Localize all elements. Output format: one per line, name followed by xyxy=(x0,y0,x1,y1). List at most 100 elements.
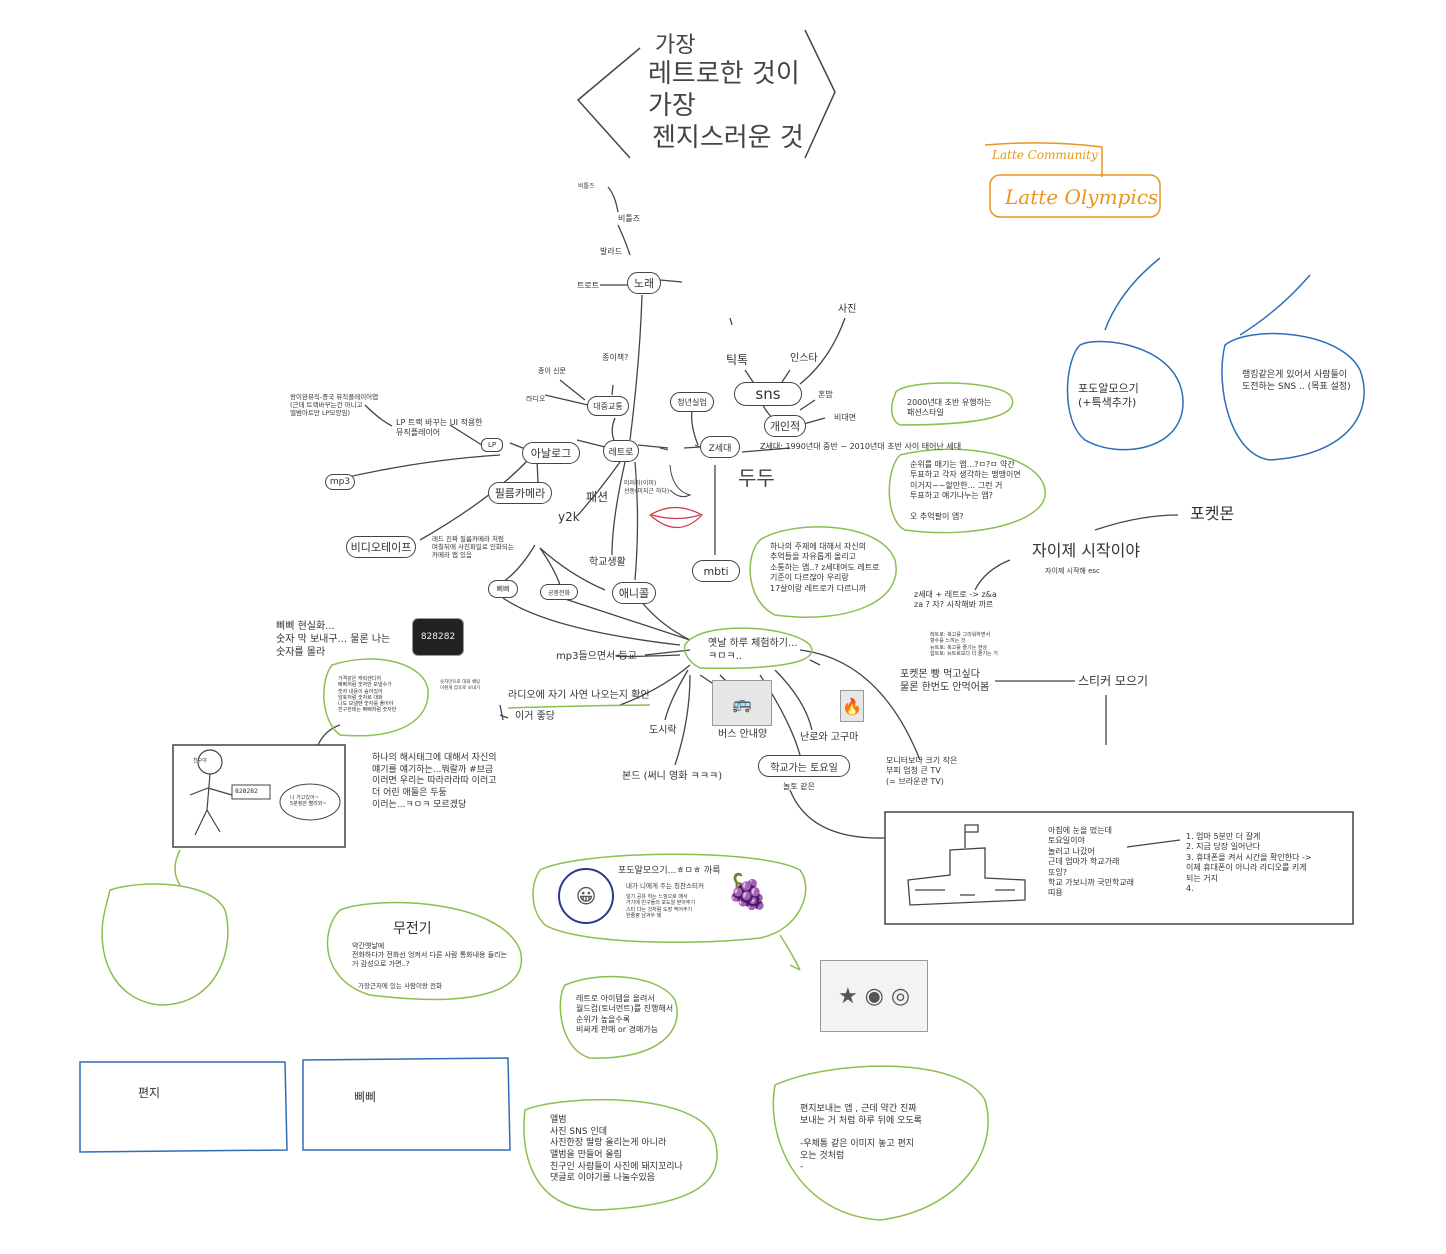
node-stove: 난로와 고구마 xyxy=(800,732,859,743)
node-school-life: 학교생활 xyxy=(589,557,626,568)
note-pager-app-sub: 가장근처에 있는 사람이랑 전화 xyxy=(358,982,442,990)
node-insta: 인스타 xyxy=(790,353,818,364)
node-old-day: 옛날 하루 체험하기... ㅋㅁㅋ.. xyxy=(708,638,798,662)
note-hashtag: 하나의 해시태그에 대해서 자신의 얘기를 얘기하는...뭐랄까 #브금 이러면… xyxy=(372,753,497,810)
note-film: 레드 진짜 필름카메라 처럼 며칠뒤에 사진파일로 인화되는 카메라 앱 있음 xyxy=(432,535,514,560)
node-ballad: 발라드 xyxy=(600,247,623,256)
node-beatles: 비틀즈 xyxy=(618,214,641,223)
note-grape-collect: 포도알모으기 (+특색추가) xyxy=(1078,382,1139,410)
node-fashion: 패션 xyxy=(586,490,609,504)
node-radio-story: 라디오에 자기 사연 나오는지 확인 xyxy=(508,690,650,701)
stick-figure-body xyxy=(189,773,233,836)
node-sticker: 스티커 모으기 xyxy=(1078,674,1149,688)
node-retro[interactable]: 레트로 xyxy=(603,440,639,462)
pager-photo-digits: 828282 xyxy=(420,632,456,642)
logo-underline-1 xyxy=(984,142,1103,177)
node-sns[interactable]: sns xyxy=(734,382,802,406)
node-start-now: 자이제 시작이야 xyxy=(1032,541,1141,560)
school-drawing xyxy=(907,824,1026,906)
logo-community: Latte Community xyxy=(992,148,1098,162)
node-mp3[interactable]: mp3 xyxy=(325,474,355,490)
note-lp: LP 트랙 바꾸는 UI 적용한 뮤직플레이어 xyxy=(396,418,483,438)
node-face-to-face: 비대면 xyxy=(834,413,857,422)
node-song[interactable]: 노래 xyxy=(627,272,661,294)
node-saturday[interactable]: 학교가는 토요일 xyxy=(758,755,850,777)
sketch-label-left: 친구야 xyxy=(193,758,207,764)
note-grape-sub: 내가 니에게 주는 칭찬스티커 xyxy=(626,882,704,890)
note-zgen-retro: z세대 + 레트로 -> z&a za ? 자? 시작해봐 까르 xyxy=(914,590,997,610)
note-memory-sns: 하나의 주제에 대해서 자신의 추억들을 자유롭게 올리고 소통하는 앱..? … xyxy=(770,542,880,593)
node-lunchbox: 도시락 xyxy=(649,725,677,736)
title-bracket-right xyxy=(804,29,836,159)
node-personal[interactable]: 개인적 xyxy=(764,415,806,437)
stamps-photo: ★ ◉ ◎ xyxy=(820,960,928,1032)
node-top-small: 비틀즈 xyxy=(578,183,595,190)
note-grape-title: 포도알모으기...ㅎㅁㅎ 까륵 xyxy=(618,866,721,876)
node-dudu: 두두 xyxy=(738,466,775,490)
node-paper-dict: 종이책? xyxy=(602,353,629,362)
node-this-good: 이거 좋당 xyxy=(515,711,555,722)
note-ranking-sns: 랭킹같은게 있어서 사람들이 도전하는 SNS .. (목표 설정) xyxy=(1242,370,1351,392)
title-line-4: 젠지스러운 것 xyxy=(652,123,804,153)
node-public-transport[interactable]: 대중교통 xyxy=(587,396,629,416)
pager-sketch-bubble xyxy=(279,783,341,821)
pager-sketch-screen xyxy=(231,784,271,800)
green-bubbles xyxy=(101,382,1046,1221)
note-grape-body: 일기 공유 하는 느낌으로 매서 거기에 친구들의 포도알 받아주기 스티 다는… xyxy=(626,894,696,919)
stove-photo: 🔥 xyxy=(840,690,864,722)
sketch-label-right: 나 가고있어~ 5분정만 빨리와~ xyxy=(290,795,327,808)
node-anicol[interactable]: 애니콜 xyxy=(612,582,656,604)
note-pager-bubble-side: 숫자만으로 대화 채팅 이렇게 암호로 보내기 xyxy=(440,680,481,691)
node-pokemon: 포켓몬 xyxy=(1190,504,1235,523)
logo-box xyxy=(989,174,1161,218)
note-y2k: 미러리(이미) 선동(미지근 하다) xyxy=(624,480,670,495)
note-letter-app: 편지보내는 앱 , 근데 약간 진짜 보내는 거 처럼 하루 뒤에 오도록 -우… xyxy=(800,1104,922,1173)
grape-logo-photo: 😀 xyxy=(558,868,614,924)
pager-photo: 828282 xyxy=(412,618,464,656)
note-monitor: 모니터보다 크기 작은 부피 엄청 큰 TV (= 브라운관 TV) xyxy=(886,756,958,786)
note-pager-reality: 삐삐 현실화... 숫자 막 보내구... 물론 나는 숫자를 몰라 xyxy=(276,621,391,658)
saturday-story-box xyxy=(884,811,1354,925)
bus-photo: 🚌 xyxy=(712,680,772,726)
node-analog[interactable]: 아날로그 xyxy=(522,442,580,464)
node-bond: 본드 (써니 영화 ㅋㅋㅋ) xyxy=(622,771,723,782)
note-retro-idol: 레트로 아이템을 올려서 월드컵(토너먼트)를 진행해서 순위가 높을수록 비싸… xyxy=(576,994,674,1035)
blue-bubbles xyxy=(79,257,1365,1153)
grape-photo: 🍇 xyxy=(727,868,769,916)
note-pokemon-bread: 포켓몬 빵 먹고싶다 물론 한번도 안먹어봄 xyxy=(900,669,990,693)
lips-doodle xyxy=(648,506,703,528)
node-lp[interactable]: LP xyxy=(481,438,503,452)
sketch-pager-number: 828282 xyxy=(235,788,258,795)
title-bracket-left xyxy=(576,47,641,159)
node-film-camera[interactable]: 필름카메라 xyxy=(488,482,552,504)
note-ranking-app: 순위를 매기는 앱...?ㅁ?ㅁ 약간 투표하고 각자 생각하는 맹맹이면 이거… xyxy=(910,460,1021,521)
title-line-1: 가장 xyxy=(655,33,696,58)
box-letter-label: 편지 xyxy=(138,1086,161,1100)
logo-olympics: Latte Olympics xyxy=(1005,185,1159,209)
node-videotape[interactable]: 비디오테이프 xyxy=(346,536,416,558)
note-pager-app-title: 무전기 xyxy=(393,921,432,937)
node-y2k: y2k xyxy=(558,510,580,524)
box-pager-label: 삐삐 xyxy=(354,1090,377,1104)
title-line-2: 레트로한 것이 xyxy=(648,59,800,89)
note-gen-z: Z세대: 1990년대 중반 ~ 2010년대 초반 사이 태어난 세대 xyxy=(760,442,962,451)
node-photo: 사진 xyxy=(838,304,857,315)
node-trot: 트로트 xyxy=(577,281,600,290)
node-honbap: 혼밥 xyxy=(818,390,833,399)
note-pager-app-body: 약간옛날에 전화하다가 전화선 엉켜서 다른 사람 통화내용 들리는 거 감성으… xyxy=(352,942,508,969)
title-line-3: 가장 xyxy=(648,91,696,121)
node-youth[interactable]: 청년실업 xyxy=(670,392,714,412)
node-public-phone[interactable]: 공중전화 xyxy=(540,584,578,600)
note-lp-small: 왕이완뮤직-중국 뮤직플레이어앱 (근데 트랙바꾸는건 아니고 앨범아트만 LP… xyxy=(290,393,379,418)
note-album: 앨범 사진 SNS 인데 사진한장 딸랑 올리는게 아니라 앨범을 만들어 올림… xyxy=(550,1115,683,1184)
node-mbti[interactable]: mbti xyxy=(692,560,740,582)
mindmap-lines xyxy=(317,186,1181,848)
node-bus: 버스 안내양 xyxy=(718,729,768,740)
node-pager[interactable]: 삐삐 xyxy=(488,580,518,598)
face-doodle xyxy=(659,444,701,498)
note-tiny: 레트로: 복고를 그리워하면서 향수를 느끼는 것 뉴트로: 복고를 즐기는 현… xyxy=(930,632,998,657)
note-fashion2000: 2000년대 초반 유행하는 패션스타일 xyxy=(907,398,992,418)
node-tiktok: 틱톡 xyxy=(726,353,749,367)
node-gen-z[interactable]: Z세대 xyxy=(700,436,740,458)
